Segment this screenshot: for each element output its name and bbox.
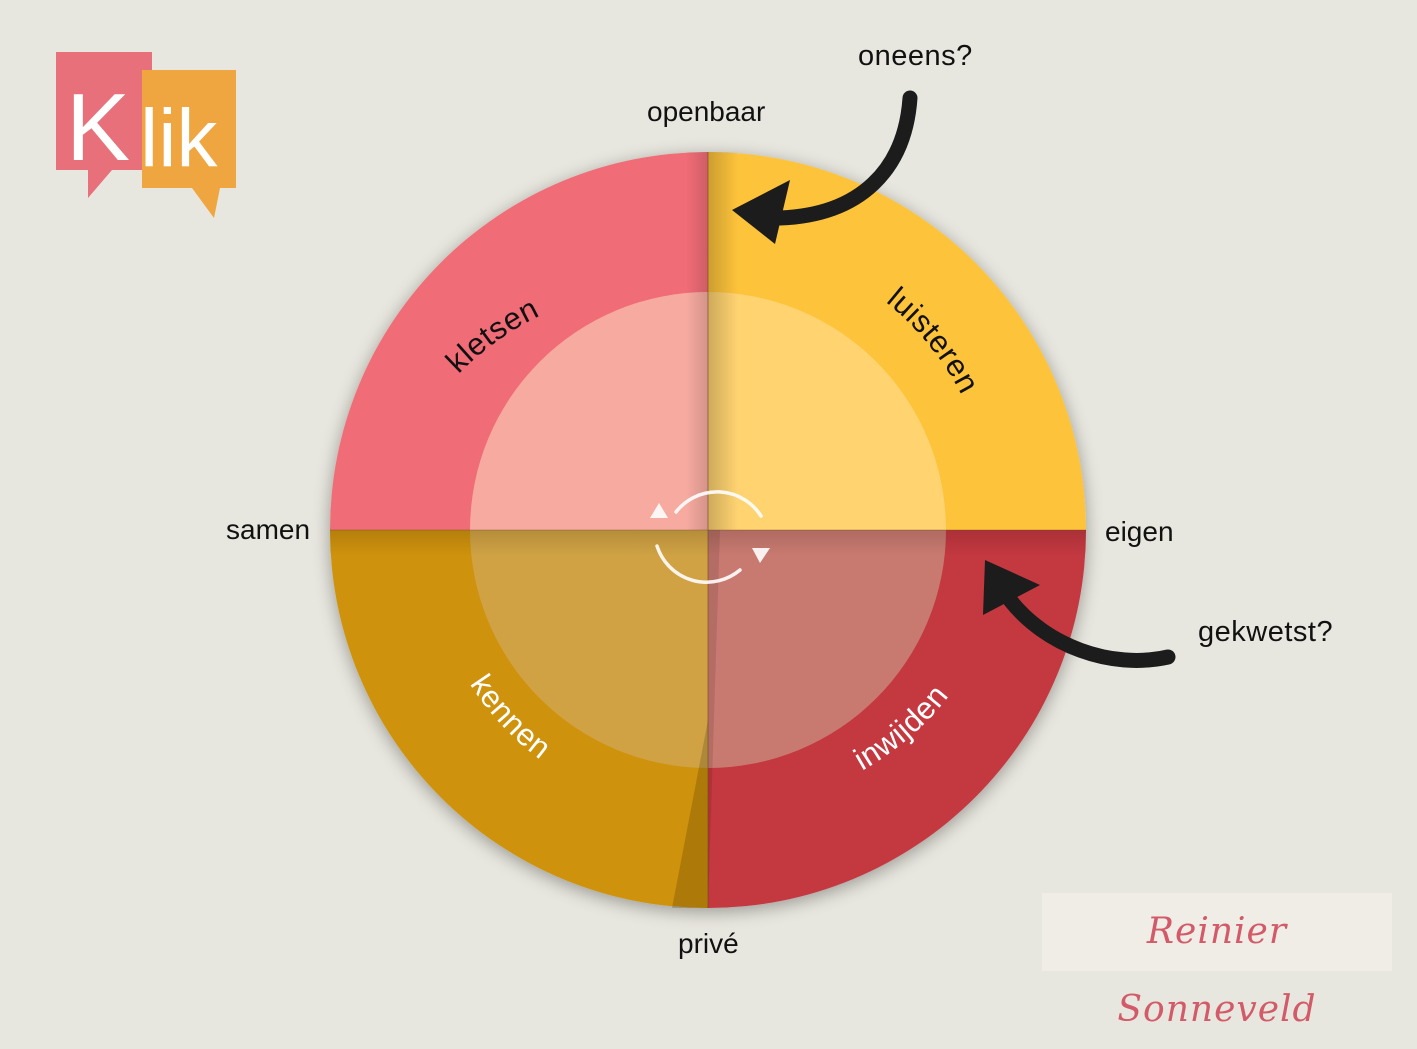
quadrant-kennen-inner (470, 530, 708, 768)
axis-label-bottom: privé (678, 928, 739, 959)
fold-shadows (330, 152, 1086, 908)
axis-label-right: eigen (1105, 516, 1174, 547)
quadrant-kletsen-inner (470, 292, 708, 530)
logo-bubble-orange (142, 70, 236, 218)
annotation-oneens: oneens? (858, 40, 973, 72)
quadrant-inwijden-inner (708, 530, 946, 768)
axis-label-top: openbaar (647, 96, 766, 127)
logo-text-k: K (66, 74, 130, 181)
klik-logo: K lik (56, 52, 236, 218)
axis-label-left: samen (226, 514, 311, 545)
logo-text-lik: lik (140, 93, 218, 184)
arrow-oneens (732, 90, 918, 244)
cycle-diagram: kletsen luisteren inwijden kennen (330, 90, 1176, 908)
rotate-cycle-icon (650, 490, 770, 584)
quadrant-luisteren-inner (708, 292, 946, 530)
arrow-gekwetst (983, 560, 1176, 668)
annotation-gekwetst: gekwetst? (1198, 616, 1334, 648)
signature-box: Reinier Sonneveld (1042, 893, 1392, 1030)
signature: Reinier Sonneveld (1117, 911, 1317, 1030)
logo-bubble-pink (56, 52, 152, 198)
